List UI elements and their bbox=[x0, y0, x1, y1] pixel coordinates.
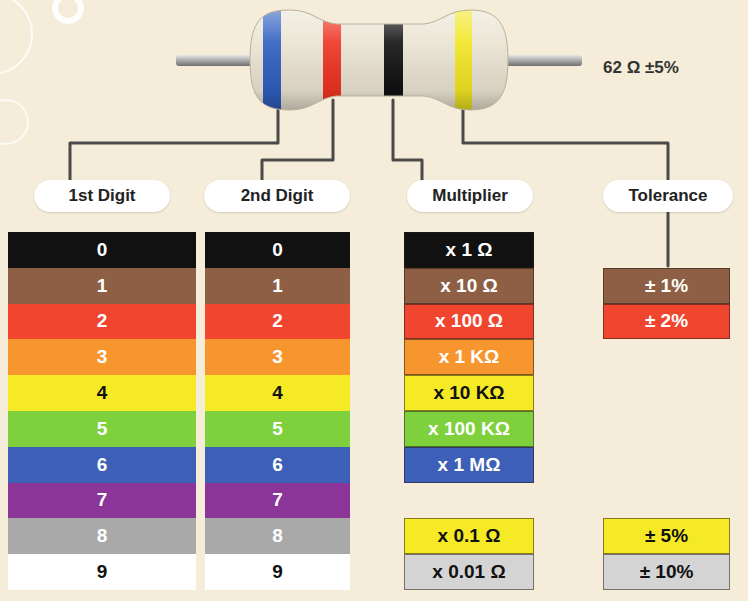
cell-text: x 10 KΩ bbox=[433, 382, 504, 404]
color-cell: x 0.01 Ω bbox=[404, 554, 534, 590]
column-header: Multiplier bbox=[407, 180, 533, 212]
leader-line bbox=[262, 100, 333, 184]
decor-rings bbox=[0, 0, 81, 144]
value-label: 62 Ω ±5% bbox=[603, 58, 679, 78]
resistor-symbol bbox=[176, 0, 582, 120]
resistor-lead bbox=[498, 55, 582, 66]
cell-text: 1 bbox=[272, 275, 283, 297]
color-cell: ± 2% bbox=[603, 304, 730, 340]
color-cell: 2 bbox=[8, 304, 196, 340]
resistor-lead bbox=[176, 55, 260, 66]
cell-text: 4 bbox=[97, 382, 108, 404]
decor-ring bbox=[0, 0, 32, 74]
color-cell: 2 bbox=[205, 304, 350, 340]
cell-text: ± 2% bbox=[645, 310, 688, 332]
color-cell: 4 bbox=[8, 375, 196, 411]
column-header: Tolerance bbox=[603, 180, 733, 212]
cell-text: 5 bbox=[97, 418, 108, 440]
color-cell: 6 bbox=[8, 447, 196, 483]
color-cell: x 1 Ω bbox=[404, 232, 534, 268]
color-cell: x 10 Ω bbox=[404, 268, 534, 304]
color-cell: x 1 MΩ bbox=[404, 447, 534, 483]
cell-text: 2 bbox=[97, 310, 108, 332]
color-cell: 3 bbox=[8, 339, 196, 375]
cell-text: 8 bbox=[272, 525, 283, 547]
color-cell: ± 1% bbox=[603, 268, 730, 304]
cell-text: 6 bbox=[272, 454, 283, 476]
color-cell: x 10 KΩ bbox=[404, 375, 534, 411]
cell-text: x 1 KΩ bbox=[439, 346, 500, 368]
color-cell: 8 bbox=[8, 518, 196, 554]
color-cell: 5 bbox=[205, 411, 350, 447]
color-cell: ± 10% bbox=[603, 554, 730, 590]
cell-text: 2 bbox=[272, 310, 283, 332]
header-text: 1st Digit bbox=[68, 186, 135, 206]
cell-text: 6 bbox=[97, 454, 108, 476]
cell-text: 5 bbox=[272, 418, 283, 440]
leader-line bbox=[70, 104, 278, 184]
header-text: Multiplier bbox=[432, 186, 508, 206]
color-cell: 7 bbox=[205, 483, 350, 519]
leader-line bbox=[463, 104, 668, 184]
color-cell: 9 bbox=[205, 554, 350, 590]
color-cell: x 100 Ω bbox=[404, 304, 534, 340]
header-text: Tolerance bbox=[628, 186, 707, 206]
cell-text: 8 bbox=[97, 525, 108, 547]
cell-text: ± 10% bbox=[640, 561, 694, 583]
column-header: 1st Digit bbox=[34, 180, 170, 212]
color-cell: 0 bbox=[8, 232, 196, 268]
cell-text: x 100 KΩ bbox=[428, 418, 510, 440]
resistor-outline bbox=[250, 10, 508, 110]
cell-text: x 100 Ω bbox=[435, 310, 503, 332]
color-cell: 3 bbox=[205, 339, 350, 375]
cell-text: x 0.1 Ω bbox=[438, 525, 501, 547]
cell-text: 9 bbox=[272, 561, 283, 583]
cell-text: 4 bbox=[272, 382, 283, 404]
color-cell: 0 bbox=[205, 232, 350, 268]
color-cell: x 100 KΩ bbox=[404, 411, 534, 447]
color-cell: 5 bbox=[8, 411, 196, 447]
leader-line bbox=[393, 100, 422, 184]
leader-line bbox=[667, 210, 670, 266]
cell-text: ± 5% bbox=[645, 525, 688, 547]
header-text: 2nd Digit bbox=[241, 186, 314, 206]
color-cell: 6 bbox=[205, 447, 350, 483]
color-cell: 7 bbox=[8, 483, 196, 519]
color-cell: x 1 KΩ bbox=[404, 339, 534, 375]
cell-text: 1 bbox=[97, 275, 108, 297]
cell-text: 3 bbox=[272, 346, 283, 368]
cell-text: x 10 Ω bbox=[440, 275, 498, 297]
cell-text: x 1 Ω bbox=[446, 239, 493, 261]
resistor-body bbox=[240, 0, 520, 120]
cell-text: x 0.01 Ω bbox=[432, 561, 505, 583]
cell-text: x 1 MΩ bbox=[438, 454, 501, 476]
cell-text: 0 bbox=[272, 239, 283, 261]
cell-text: 7 bbox=[272, 489, 283, 511]
resistor-shading bbox=[240, 0, 520, 120]
color-cell: x 0.1 Ω bbox=[404, 518, 534, 554]
cell-text: 3 bbox=[97, 346, 108, 368]
cell-text: 0 bbox=[97, 239, 108, 261]
color-cell: 1 bbox=[205, 268, 350, 304]
color-cell: 8 bbox=[205, 518, 350, 554]
cell-text: ± 1% bbox=[645, 275, 688, 297]
decor-ring bbox=[0, 100, 28, 144]
decor-ring bbox=[55, 0, 81, 21]
color-cell: ± 5% bbox=[603, 518, 730, 554]
color-cell: 1 bbox=[8, 268, 196, 304]
cell-text: 9 bbox=[97, 561, 108, 583]
color-cell: 4 bbox=[205, 375, 350, 411]
cell-text: 7 bbox=[97, 489, 108, 511]
color-cell: 9 bbox=[8, 554, 196, 590]
column-header: 2nd Digit bbox=[204, 180, 350, 212]
resistor-body-fill bbox=[240, 0, 520, 120]
